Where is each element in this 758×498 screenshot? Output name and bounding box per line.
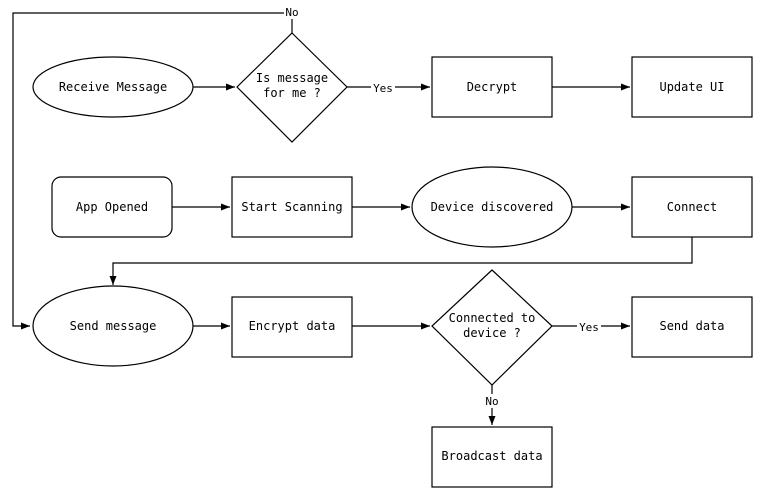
node-connect-label: Connect [667, 200, 718, 214]
edge-label-bg [284, 5, 300, 19]
node-decrypt-label: Decrypt [467, 80, 518, 94]
node-is-message-for-me-label-line1: Is message [256, 71, 328, 85]
node-encrypt-data-label: Encrypt data [249, 319, 336, 333]
node-device-discovered-label: Device discovered [431, 200, 554, 214]
edge-decision-no-to-send-message [12, 12, 293, 330]
edge-label-connected-no: No [485, 395, 498, 408]
node-device-discovered [411, 166, 573, 248]
edge-connect-to-send-message [109, 237, 693, 285]
node-app-opened-label: App Opened [76, 200, 148, 214]
edge-label-is-message-yes: Yes [373, 82, 393, 95]
node-connect [631, 176, 753, 238]
node-send-data-label: Send data [659, 319, 724, 333]
node-send-message [32, 285, 194, 367]
edge-label-bg [577, 320, 601, 334]
node-start-scanning [231, 176, 353, 238]
node-broadcast-data [431, 426, 553, 488]
node-send-data [631, 296, 753, 358]
edge-label-is-message-no: No [285, 6, 298, 19]
node-is-message-for-me [236, 32, 348, 143]
node-decrypt [431, 56, 553, 118]
edge-label-bg [371, 81, 395, 95]
node-update-ui [631, 56, 753, 118]
node-is-message-for-me-label-line2: for me ? [263, 86, 321, 100]
node-broadcast-data-label: Broadcast data [441, 449, 542, 463]
node-update-ui-label: Update UI [659, 80, 724, 94]
node-encrypt-data [231, 296, 353, 358]
node-receive-message [32, 56, 194, 118]
node-app-opened [51, 176, 173, 238]
edge-label-connected-yes: Yes [579, 321, 599, 334]
node-start-scanning-label: Start Scanning [241, 200, 342, 214]
edge-label-bg [484, 394, 500, 408]
node-connected-to-device-label-line1: Connected to [449, 311, 536, 325]
node-receive-message-label: Receive Message [59, 80, 167, 94]
node-connected-to-device-label-line2: device ? [463, 326, 521, 340]
node-send-message-label: Send message [70, 319, 157, 333]
node-connected-to-device [431, 269, 553, 386]
